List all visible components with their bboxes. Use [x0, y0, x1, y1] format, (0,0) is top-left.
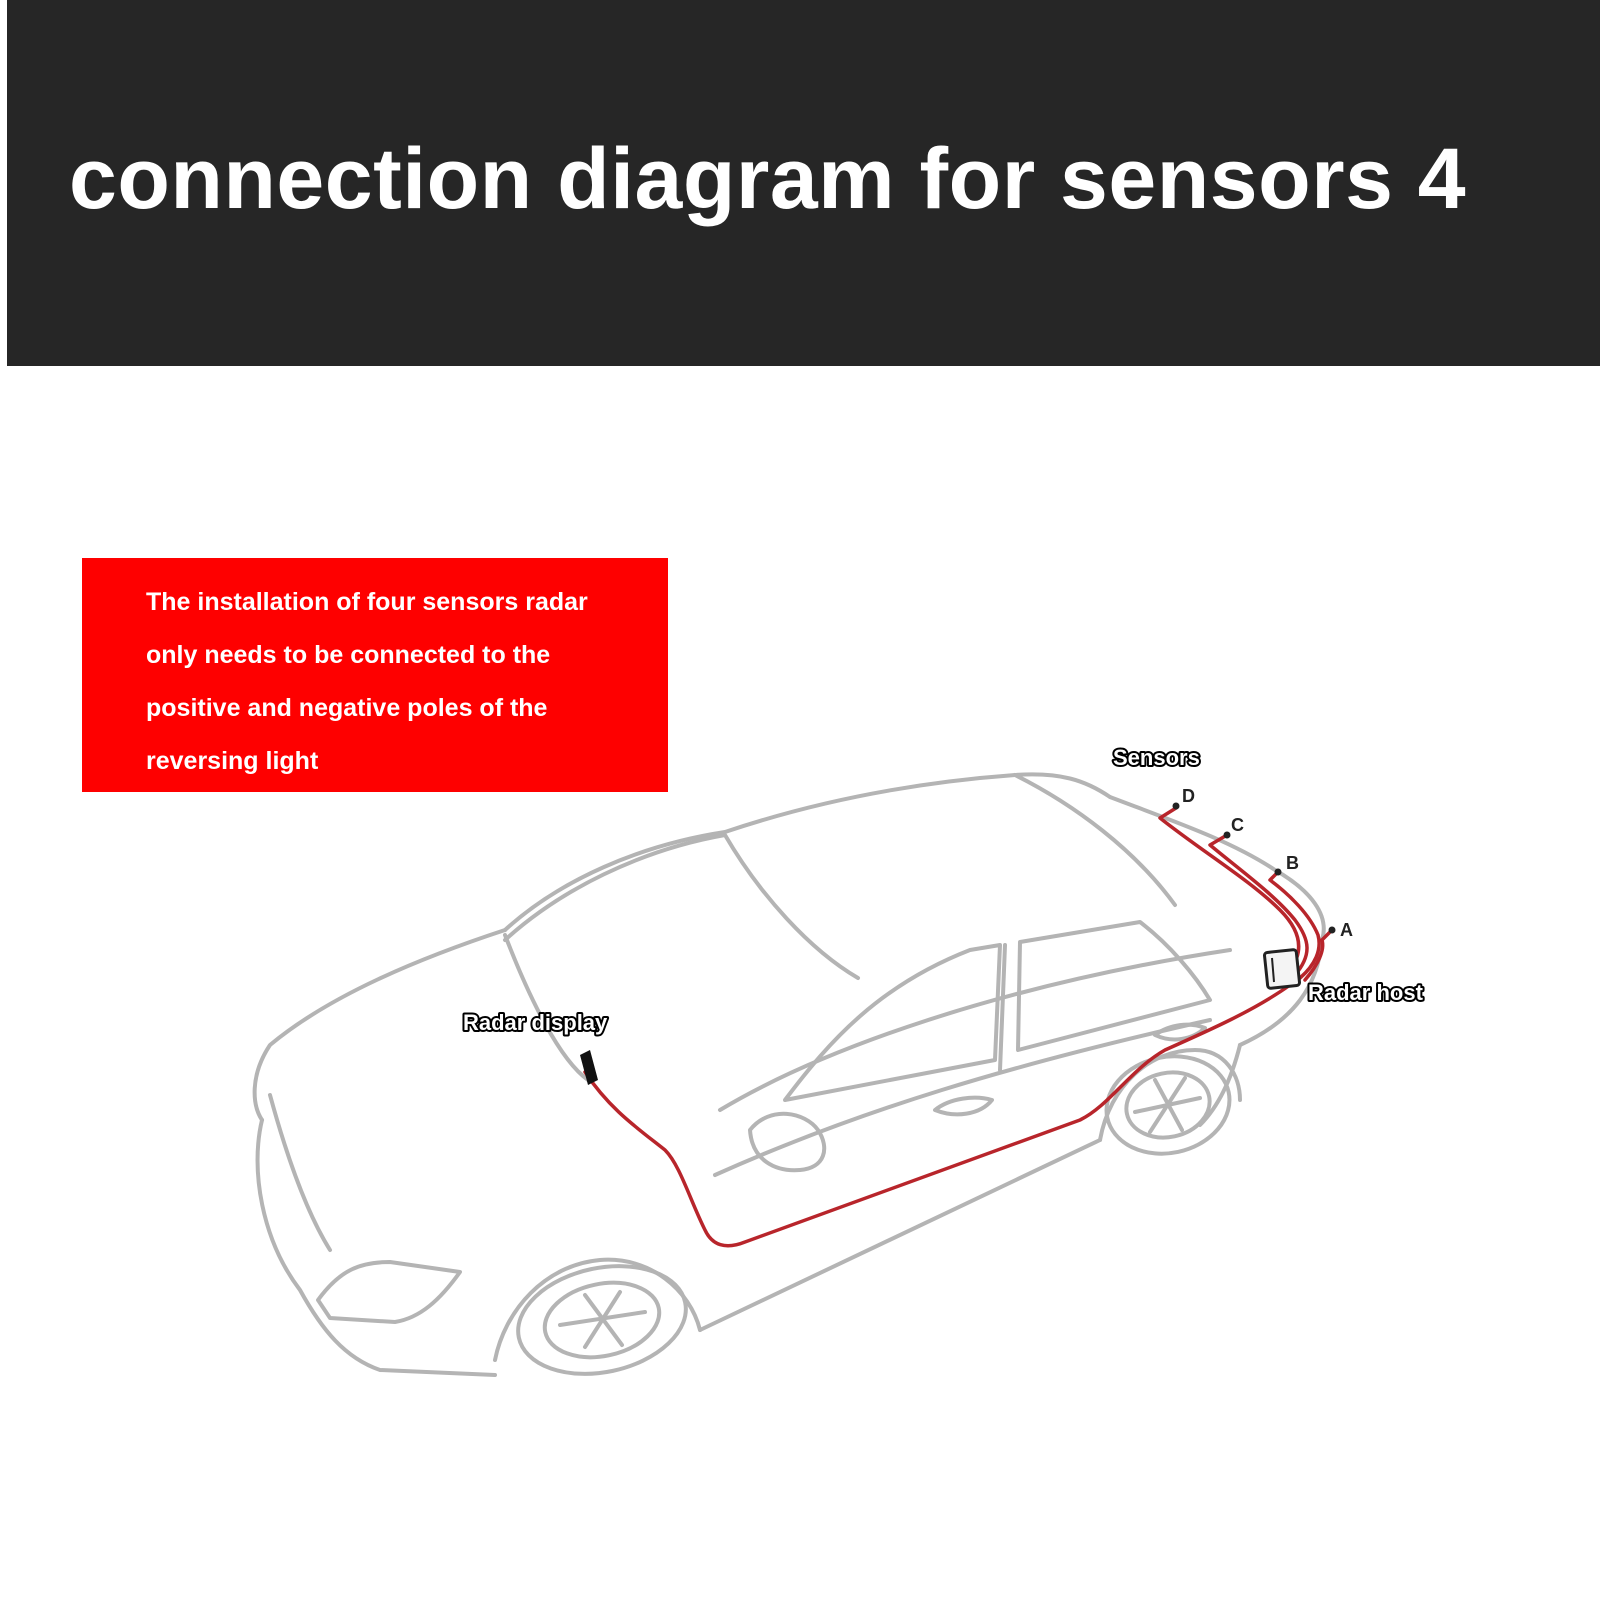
- installation-note: The installation of four sensors radar o…: [82, 558, 668, 792]
- installation-note-text: The installation of four sensors radar o…: [146, 588, 588, 775]
- sensor-letters: D C B A: [1182, 786, 1353, 940]
- sensor-c-wire: [1208, 833, 1309, 977]
- rear-window-line: [1013, 773, 1177, 907]
- hood-crease: [503, 933, 590, 1082]
- front-rim-spokes: [558, 1290, 647, 1349]
- page-title: connection diagram for sensors 4: [69, 131, 1467, 227]
- front-rim: [542, 1280, 662, 1360]
- car-outline: [252, 772, 1326, 1377]
- windshield-line: [503, 833, 860, 980]
- rear-rim-spokes: [1133, 1076, 1202, 1134]
- sensors-label: Sensors: [1113, 745, 1200, 770]
- belt-line: [718, 948, 1232, 1112]
- sensor-letter-d: D: [1182, 786, 1195, 806]
- sensor-letter-a: A: [1340, 920, 1353, 940]
- trunk-outline: [1108, 795, 1326, 1047]
- radar-host-unit: [1263, 948, 1301, 990]
- front-fascia: [255, 1118, 497, 1377]
- rear-door-handle: [1153, 1022, 1207, 1042]
- radar-display-label: Radar display: [463, 1010, 608, 1035]
- sensor-letter-c: C: [1231, 815, 1244, 835]
- roof-line: [503, 772, 1112, 932]
- rear-wheel-arch: [1098, 1048, 1242, 1142]
- display-to-host-wire: [583, 983, 1292, 1248]
- headlight: [316, 1260, 462, 1324]
- sensor-b-wire: [1268, 870, 1321, 980]
- header-banner: connection diagram for sensors 4: [7, 0, 1600, 366]
- rear-tire: [1104, 1054, 1232, 1156]
- rear-rim: [1124, 1070, 1212, 1140]
- b-pillar: [998, 943, 1007, 1072]
- sensor-point-d: [1172, 802, 1180, 810]
- radar-host-label: Radar host: [1308, 980, 1424, 1005]
- rear-side-window: [1016, 920, 1212, 1052]
- sensor-a-wire: [1303, 928, 1334, 982]
- sill-line: [698, 1138, 1102, 1332]
- sensor-point-a: [1328, 926, 1336, 934]
- body-side-line: [713, 1018, 1212, 1177]
- radar-display-unit: [580, 1050, 598, 1085]
- sensor-point-c: [1223, 831, 1231, 839]
- sensor-letter-b: B: [1286, 853, 1299, 873]
- hood-outline: [252, 928, 507, 1122]
- sensor-d-wire: [1158, 806, 1301, 972]
- front-grille: [268, 1093, 332, 1252]
- front-tire: [516, 1264, 688, 1376]
- wiring: [583, 806, 1334, 1248]
- sensor-point-b: [1274, 868, 1282, 876]
- front-side-window: [783, 943, 1002, 1102]
- side-mirror: [748, 1111, 827, 1173]
- front-door-handle: [933, 1095, 994, 1117]
- sensor-points: [1172, 802, 1336, 934]
